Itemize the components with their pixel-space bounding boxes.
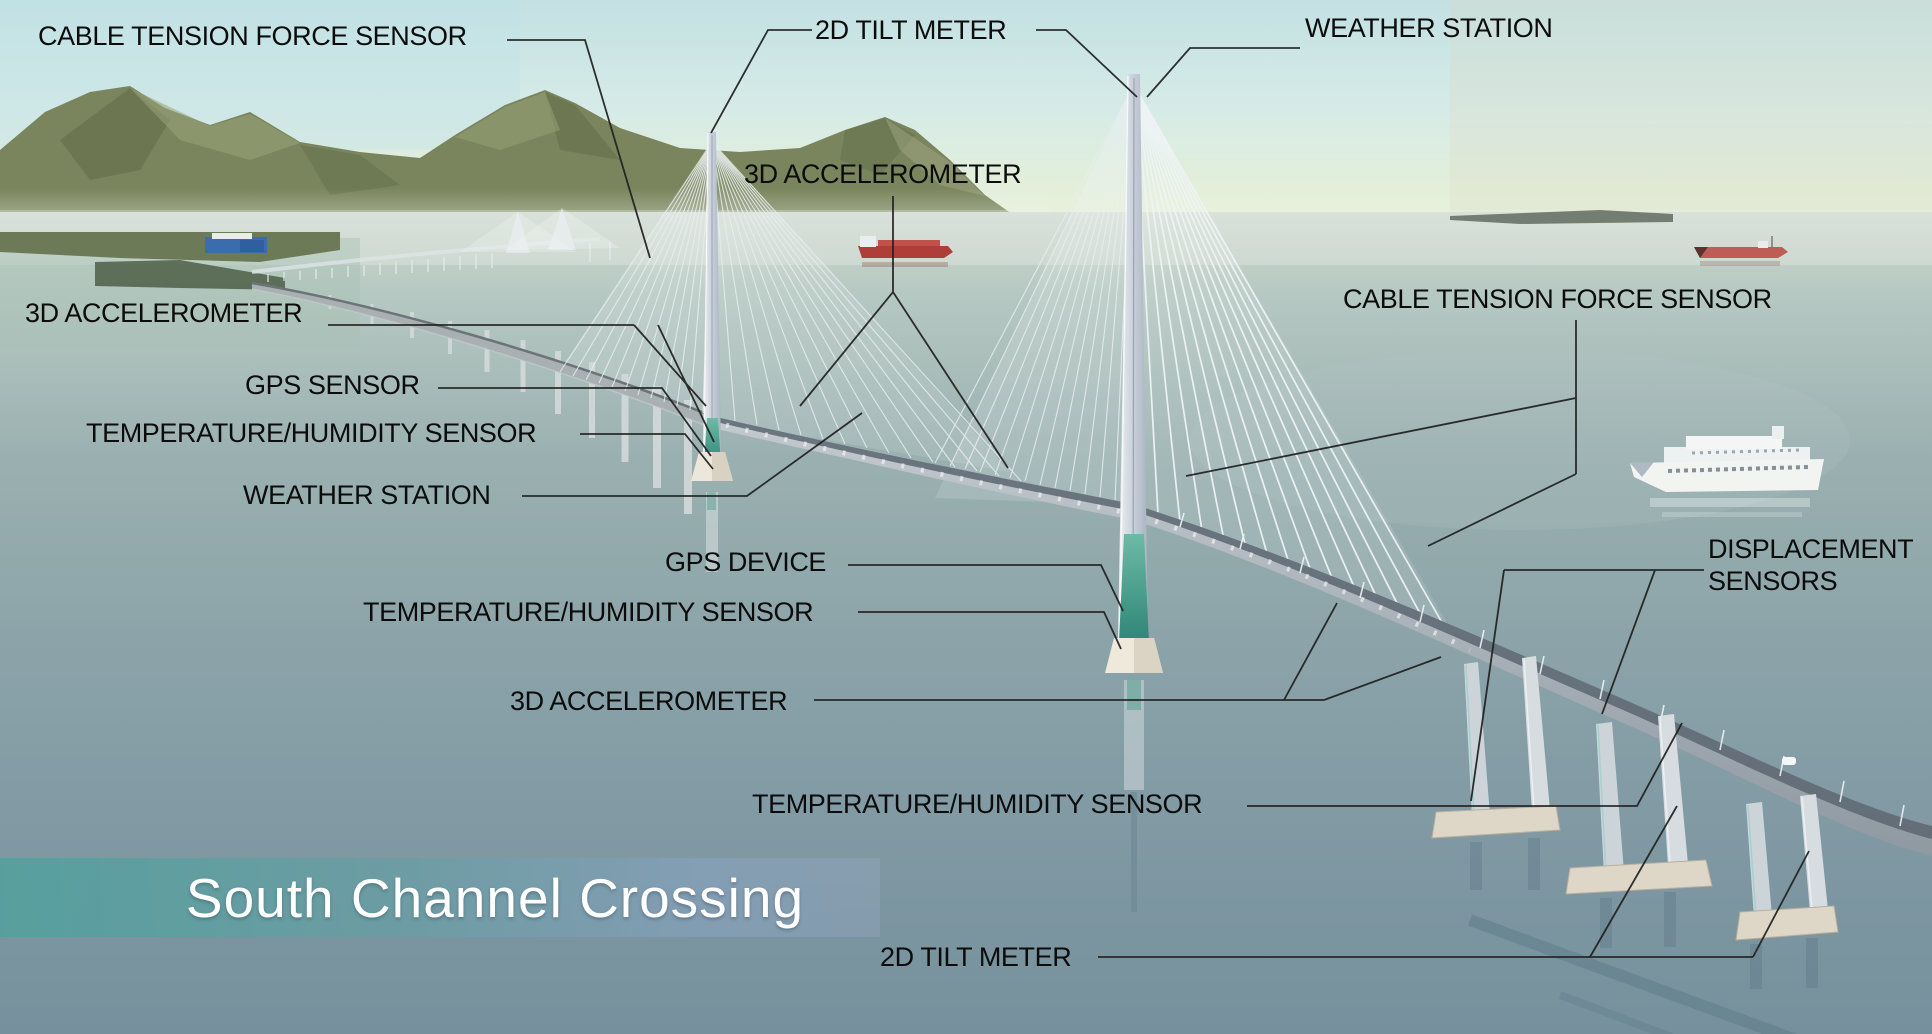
label-displacement-sensors: DISPLACEMENT SENSORS (1708, 534, 1913, 596)
label-cable-tension-left: CABLE TENSION FORCE SENSOR (38, 21, 467, 51)
distant-pylon (506, 212, 530, 253)
banner-title-text: South Channel Crossing (185, 866, 805, 929)
vehicle-on-deck (1782, 757, 1796, 765)
label-gps-device: GPS DEVICE (665, 547, 827, 577)
label-temperature-bottom: TEMPERATURE/HUMIDITY SENSOR (752, 789, 1203, 819)
pier-a (1431, 656, 1561, 890)
label-accelerometer-top: 3D ACCELEROMETER (744, 159, 1022, 189)
label-accelerometer-center: 3D ACCELEROMETER (510, 686, 788, 716)
label-gps-sensor: GPS SENSOR (245, 370, 420, 400)
stay-cables-foreground (1133, 84, 1445, 627)
pier-b (1565, 714, 1713, 948)
label-weather-station-top: WEATHER STATION (1305, 13, 1553, 43)
cargo-ship-center (858, 236, 953, 267)
label-temperature-left: TEMPERATURE/HUMIDITY SENSOR (86, 418, 537, 448)
pylon-tower-1 (691, 132, 733, 572)
label-tilt-meter-top: 2D TILT METER (815, 15, 1007, 45)
pylon-tower-2 (1105, 74, 1163, 912)
leader-lines (328, 29, 1810, 958)
cruise-ship (1630, 426, 1824, 517)
label-weather-station-left: WEATHER STATION (243, 480, 491, 510)
label-accelerometer-left: 3D ACCELEROMETER (25, 298, 303, 328)
label-cable-tension-right: CABLE TENSION FORCE SENSOR (1343, 284, 1772, 314)
label-temperature-center: TEMPERATURE/HUMIDITY SENSOR (363, 597, 814, 627)
cargo-ship-right (1694, 236, 1788, 266)
title-banner: South Channel Crossing (0, 858, 880, 937)
label-tilt-meter-bottom: 2D TILT METER (880, 942, 1072, 972)
distant-bridge-section (251, 208, 620, 282)
left-shoreline (0, 232, 340, 290)
tower2-teal-stripe (1119, 534, 1149, 642)
distant-pylon (548, 208, 576, 250)
distant-shore-right (1450, 210, 1673, 224)
